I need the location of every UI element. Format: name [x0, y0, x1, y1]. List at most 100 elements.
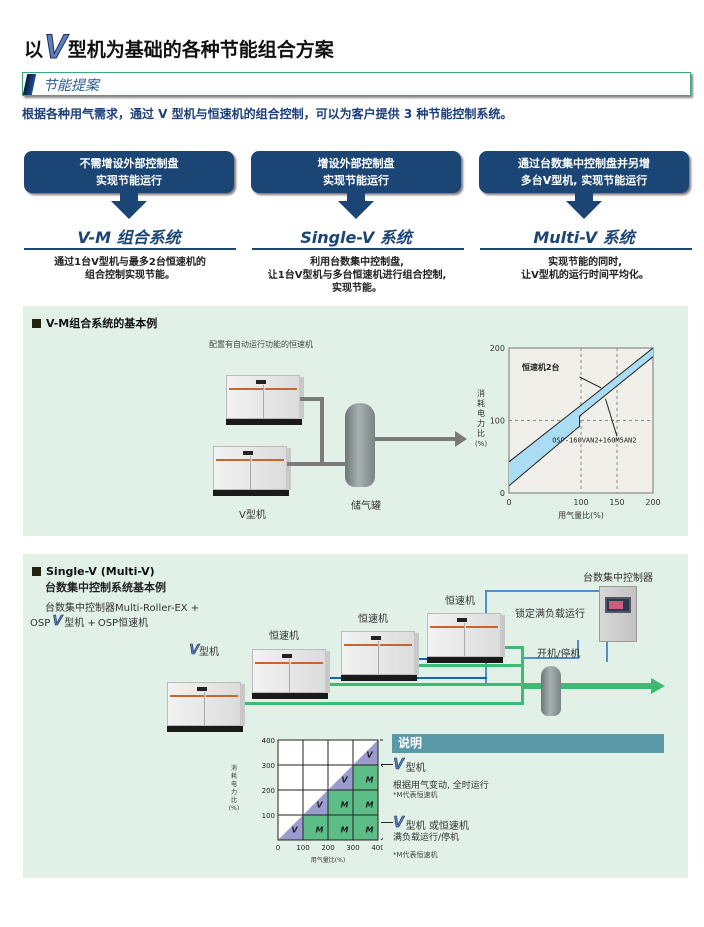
fixed-speed-compressor-icon	[341, 631, 419, 681]
y-axis-label: (%)	[229, 805, 239, 812]
y-axis-label: 比	[231, 796, 237, 804]
cell-v	[328, 765, 353, 790]
section-stripe-icon	[22, 74, 37, 95]
box-line: 实现节能运行	[323, 174, 389, 187]
x-tick-label: 100	[573, 498, 588, 507]
cell-label: V	[366, 751, 373, 760]
control-line	[523, 657, 579, 659]
v-compressor-icon	[213, 446, 291, 496]
title-suffix: 型机为基础的各种节能组合方案	[67, 39, 334, 61]
cell-label: V	[291, 826, 298, 835]
desc-line: 让V型机的运行时间平均化。	[521, 270, 649, 281]
box-line: 通过台数集中控制盘并另增	[518, 157, 650, 170]
band-fill	[509, 348, 653, 486]
system-box: 增设外部控制盘 实现节能运行	[251, 151, 461, 193]
legend-desc: 满负载运行/停机	[393, 833, 460, 843]
desc-mid: 型机 +	[64, 618, 96, 629]
system-box: 通过台数集中控制盘并另增 多台V型机, 实现节能运行	[479, 151, 689, 193]
fixed-speed-note: 配置有自动运行功能的恒速机	[209, 340, 313, 349]
config-desc: OSP V 型机 + OSP恒速机	[30, 612, 149, 630]
v-compressor-icon	[167, 682, 245, 732]
y-tick-label: 200	[262, 787, 275, 795]
annotation-arrow	[605, 398, 618, 437]
cell-v	[303, 790, 328, 815]
desc-line: 让1台V型机与多台恒速机进行组合控制,	[267, 270, 447, 281]
v-machine-label: V 型机	[189, 641, 220, 659]
control-line	[353, 658, 487, 660]
bracket-line	[381, 822, 393, 823]
cell-label: M	[366, 801, 374, 810]
pipe	[300, 397, 322, 401]
system-title: Multi-V 系统	[533, 228, 635, 247]
desc-line: 实现节能的同时,	[548, 257, 622, 268]
screen-display	[609, 601, 623, 609]
arrow-down-icon	[575, 193, 593, 201]
y-tick-label: 100	[490, 417, 505, 426]
heading-subtitle: 台数集中控制系统基本例	[45, 581, 166, 594]
v-logo-icon: V	[393, 814, 404, 832]
fixed-speed-compressor-icon	[427, 613, 505, 663]
legend-title: 说明	[392, 734, 664, 753]
x-tick-label: 400	[371, 844, 383, 852]
x-tick-label: 300	[346, 844, 359, 852]
pipe	[375, 437, 457, 441]
y-axis-label: 电	[477, 408, 485, 418]
arrow-right-icon	[455, 431, 467, 447]
y-axis-label: 消	[231, 764, 237, 772]
intro-text: 根据各种用气需求，通过 V 型机与恒速机的组合控制，可以为客户提供 3 种节能控…	[22, 107, 513, 121]
box-line: 多台V型机, 实现节能运行	[520, 174, 648, 187]
cell-label: V	[316, 801, 323, 810]
v-logo-icon: V	[393, 756, 404, 774]
fixed-speed-label: 恒速机	[358, 614, 388, 625]
legend-item-vm: V 型机 或恒速机	[393, 814, 469, 832]
v-logo-icon: V	[189, 641, 200, 659]
arrow-down-icon	[111, 201, 147, 219]
x-tick-label: 200	[321, 844, 334, 852]
y-axis-label: 力	[477, 418, 485, 428]
y-tick-label: 100	[262, 812, 275, 820]
x-tick-label: 0	[506, 498, 511, 507]
box-line: 实现节能运行	[96, 174, 162, 187]
desc-line: 利用台数集中控制盘,	[310, 257, 404, 268]
cell-label: V	[341, 776, 348, 785]
legend-desc: 根据用气变动, 全时运行	[393, 781, 489, 791]
cell-label: M	[366, 826, 374, 835]
annotation: OSP-160VAN2+160M5AN2	[552, 436, 636, 444]
air-pipe	[521, 646, 524, 705]
cell-m	[328, 815, 353, 840]
heading-text: Single-V (Multi-V)	[46, 565, 155, 578]
legend-label: 型机	[405, 763, 426, 774]
y-tick-label: 400	[262, 737, 275, 745]
y-axis-label: 消	[477, 388, 485, 398]
controller-cabinet-icon	[599, 586, 637, 642]
panel-heading: Single-V (Multi-V)	[32, 565, 155, 578]
desc-line: 实现节能。	[332, 283, 382, 294]
y-axis-label: 力	[231, 788, 237, 796]
cell-v	[278, 815, 303, 840]
y-axis-label: (%)	[475, 440, 487, 448]
x-axis-label: 用气量比(%)	[311, 856, 345, 864]
osp-text: OSP恒速机	[97, 618, 149, 629]
section-label: 节能提案	[43, 78, 99, 94]
bracket	[380, 739, 383, 741]
divider	[480, 248, 692, 250]
system-title: Single-V 系统	[300, 228, 412, 247]
system-desc: 利用台数集中控制盘, 让1台V型机与多台恒速机进行组合控制, 实现节能。	[251, 256, 463, 295]
panel-heading: V-M组合系统的基本例	[32, 315, 157, 331]
x-tick-label: 150	[609, 498, 624, 507]
x-tick-label: 100	[296, 844, 309, 852]
control-line	[577, 640, 579, 659]
series-line-osp	[508, 356, 654, 487]
x-tick-label: 0	[276, 844, 280, 852]
tank-label: 储气罐	[351, 501, 381, 512]
bracket	[380, 764, 383, 841]
desc-line: 通过1台V型机与最多2台恒速机的	[54, 257, 206, 268]
y-axis-label: 耗	[477, 399, 485, 408]
air-pipe	[523, 683, 653, 689]
arrow-down-icon	[120, 193, 138, 201]
label-text: 型机	[199, 647, 220, 658]
desc-line: 组合控制实现节能。	[85, 270, 175, 281]
